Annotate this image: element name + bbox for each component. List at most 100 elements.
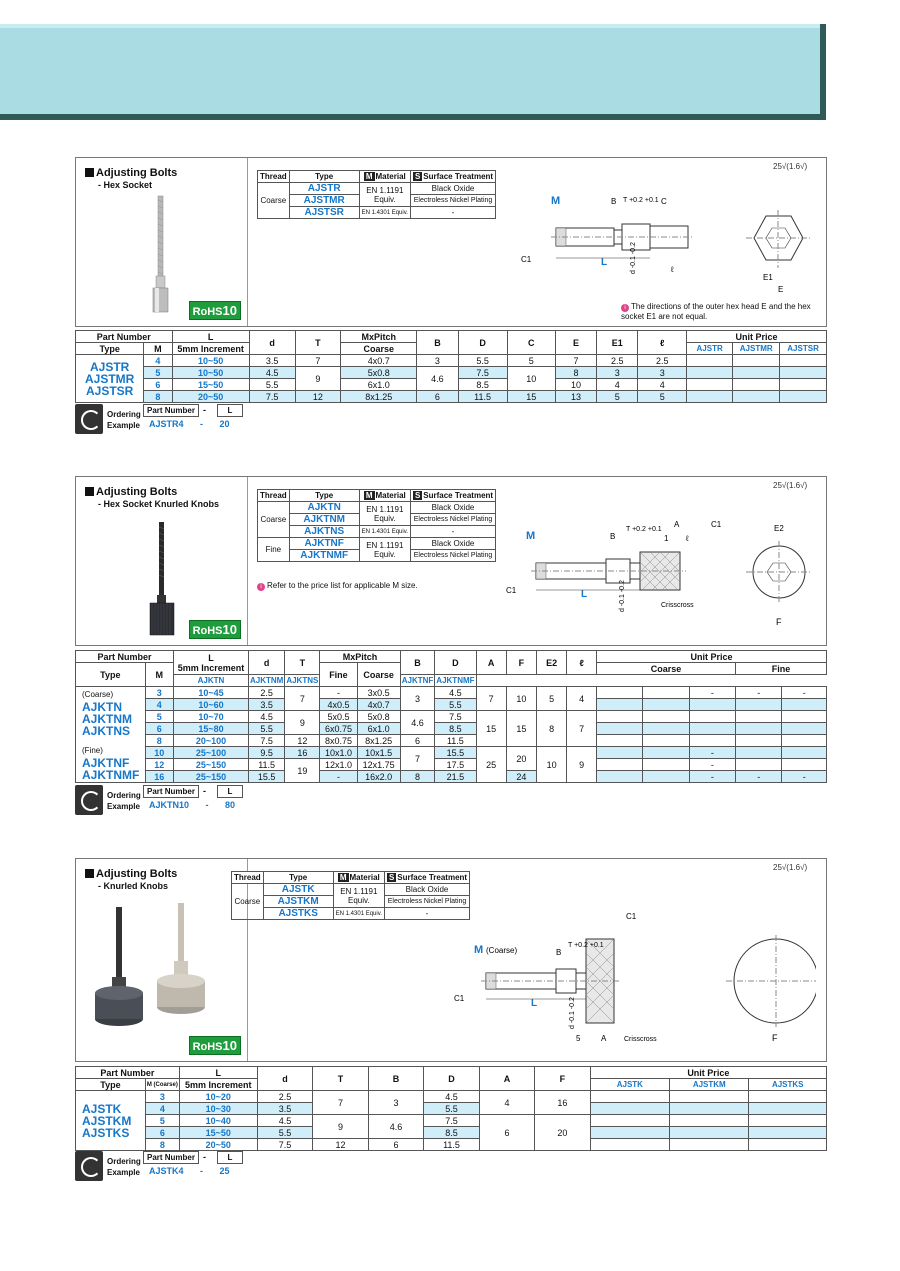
spec-surface: Electroless Nickel Plating <box>409 194 497 207</box>
dim-m: M <box>526 530 535 542</box>
price-cell: - <box>735 770 783 783</box>
spec-thread: Coarse <box>257 501 290 538</box>
dim-ell: ℓ <box>670 265 674 274</box>
price-cell <box>669 1114 750 1127</box>
spec-surface: Black Oxide <box>409 537 497 550</box>
surface-label: Surface Treatment <box>423 491 494 500</box>
price-cell <box>642 758 690 771</box>
dim-c: C <box>661 197 667 206</box>
cell-ell: 3 <box>637 366 688 379</box>
phone-icon <box>75 1151 103 1181</box>
example-pn: AJKTN10 <box>149 800 190 810</box>
spec-header-type: Type <box>288 489 360 502</box>
rohs-badge: RoHS10 <box>188 301 241 320</box>
product-image-box: Adjusting Bolts - Hex Socket Knurled Kno… <box>76 477 248 645</box>
cell-m: 5 <box>144 1114 180 1127</box>
part-number-box: Part Number <box>143 1151 199 1164</box>
cell-l: 20~50 <box>171 390 250 403</box>
cell-d-small: 15.5 <box>247 770 286 783</box>
dimension-table-knurled-knobs: Part Number L d T B D A F Unit Price Typ… <box>75 1066 828 1151</box>
l-box: L <box>217 785 243 798</box>
cell-l: 10~50 <box>171 354 250 367</box>
price-cell: - <box>781 686 827 699</box>
cell-l: 10~70 <box>172 710 249 723</box>
price-cell <box>596 746 644 759</box>
cell-fine: 10x1.0 <box>319 746 358 759</box>
cell-d: 4.5 <box>423 1090 480 1103</box>
dim-m: M <box>474 944 483 956</box>
cell-coarse: 16x2.0 <box>356 770 401 783</box>
cell-m: 6 <box>144 722 174 735</box>
rough-base: 25 <box>773 863 782 872</box>
price-cell <box>669 1102 750 1115</box>
dim-e1: E1 <box>763 273 773 282</box>
price-cell <box>642 770 690 783</box>
header-banner <box>0 24 826 120</box>
cell-d: 7.5 <box>423 1114 480 1127</box>
th-mxpitch: MxPitch <box>319 650 401 663</box>
price-cell <box>686 390 734 403</box>
price-cell: - <box>781 770 827 783</box>
price-cell <box>669 1138 750 1151</box>
cell-d-small: 5.5 <box>248 378 296 391</box>
example-dash: - <box>200 1166 204 1176</box>
price-cell <box>735 698 783 711</box>
price-cell <box>596 758 644 771</box>
phone-icon <box>75 404 103 434</box>
cell-b: 8 <box>399 770 436 783</box>
cell-b: 3 <box>367 1090 425 1115</box>
th-unit-price: Unit Price <box>686 330 827 343</box>
price-cell: - <box>688 758 737 771</box>
cell-ell: 5 <box>637 390 688 403</box>
surface-label: Surface Treatment <box>397 873 468 882</box>
cell-m: 5 <box>143 366 173 379</box>
cell-t: 12 <box>294 390 342 403</box>
dim-c1: C1 <box>521 255 532 264</box>
cell-b: 6 <box>416 390 459 403</box>
roughness-symbol: 25√(1.6√) <box>773 863 808 872</box>
l-box: L <box>217 1151 243 1164</box>
cell-d-small: 11.5 <box>247 758 286 771</box>
price-cell <box>688 698 737 711</box>
cell-d-small: 5.5 <box>247 722 286 735</box>
cell-e: 8 <box>554 366 598 379</box>
th-b: B <box>416 330 459 355</box>
title-text: Adjusting Bolts <box>96 868 178 880</box>
th-price-coarse: Coarse <box>596 662 737 675</box>
cell-coarse: 10x1.5 <box>356 746 401 759</box>
example-l: 25 <box>219 1166 230 1176</box>
dim-b: B <box>610 532 615 541</box>
spec-material: EN 1.1191 Equiv. <box>358 501 411 526</box>
th-price-col: AJSTK <box>589 1078 671 1091</box>
price-cell <box>642 734 690 747</box>
technical-drawing: M B T +0.2 +0.1 C C1 L d -0.1 -0.2 ℓ E1 … <box>521 195 811 294</box>
rohs-prefix: RoHS <box>192 306 223 318</box>
cell-m: 8 <box>144 734 174 747</box>
cell-d: 8.5 <box>457 378 508 391</box>
price-cell <box>781 698 827 711</box>
product-image-box: Adjusting Bolts - Knurled Knobs RoHS10 <box>76 859 248 1061</box>
table-row: (Coarse) AJKTN AJKTNM AJKTNS (Fine) AJKT… <box>75 686 827 783</box>
th-d: D <box>434 650 477 675</box>
bolt-image <box>152 195 169 313</box>
th-price-col: AJKTN <box>172 674 249 687</box>
spec-thread: Coarse <box>231 883 264 920</box>
spec-surface: Electroless Nickel Plating <box>409 513 497 526</box>
th-part-number: Part Number <box>75 330 173 343</box>
spec-type: AJSTR <box>288 182 360 195</box>
roughness-symbol: 25√(1.6√) <box>773 162 808 171</box>
cell-l: 10~20 <box>178 1090 258 1103</box>
th-a: A <box>478 1066 536 1091</box>
cell-ell: 2.5 <box>637 354 688 367</box>
rough-paren: 1.6 <box>788 863 801 872</box>
table-row: 5 10~40 4.5 9 4.6 7.5 6 20 <box>76 1114 827 1151</box>
cell-c: 10 <box>506 366 556 391</box>
th-price-col: AJKTNMF <box>434 674 477 687</box>
table-row: 16 25~150 15.5 - 16x2.0 8 21.5 24 --- <box>76 770 827 783</box>
cell-l: 10~45 <box>172 686 249 699</box>
th-c: C <box>506 330 556 355</box>
table-row: 8 20~100 7.5 12 8x0.75 8x1.25 6 11.5 <box>76 734 827 747</box>
